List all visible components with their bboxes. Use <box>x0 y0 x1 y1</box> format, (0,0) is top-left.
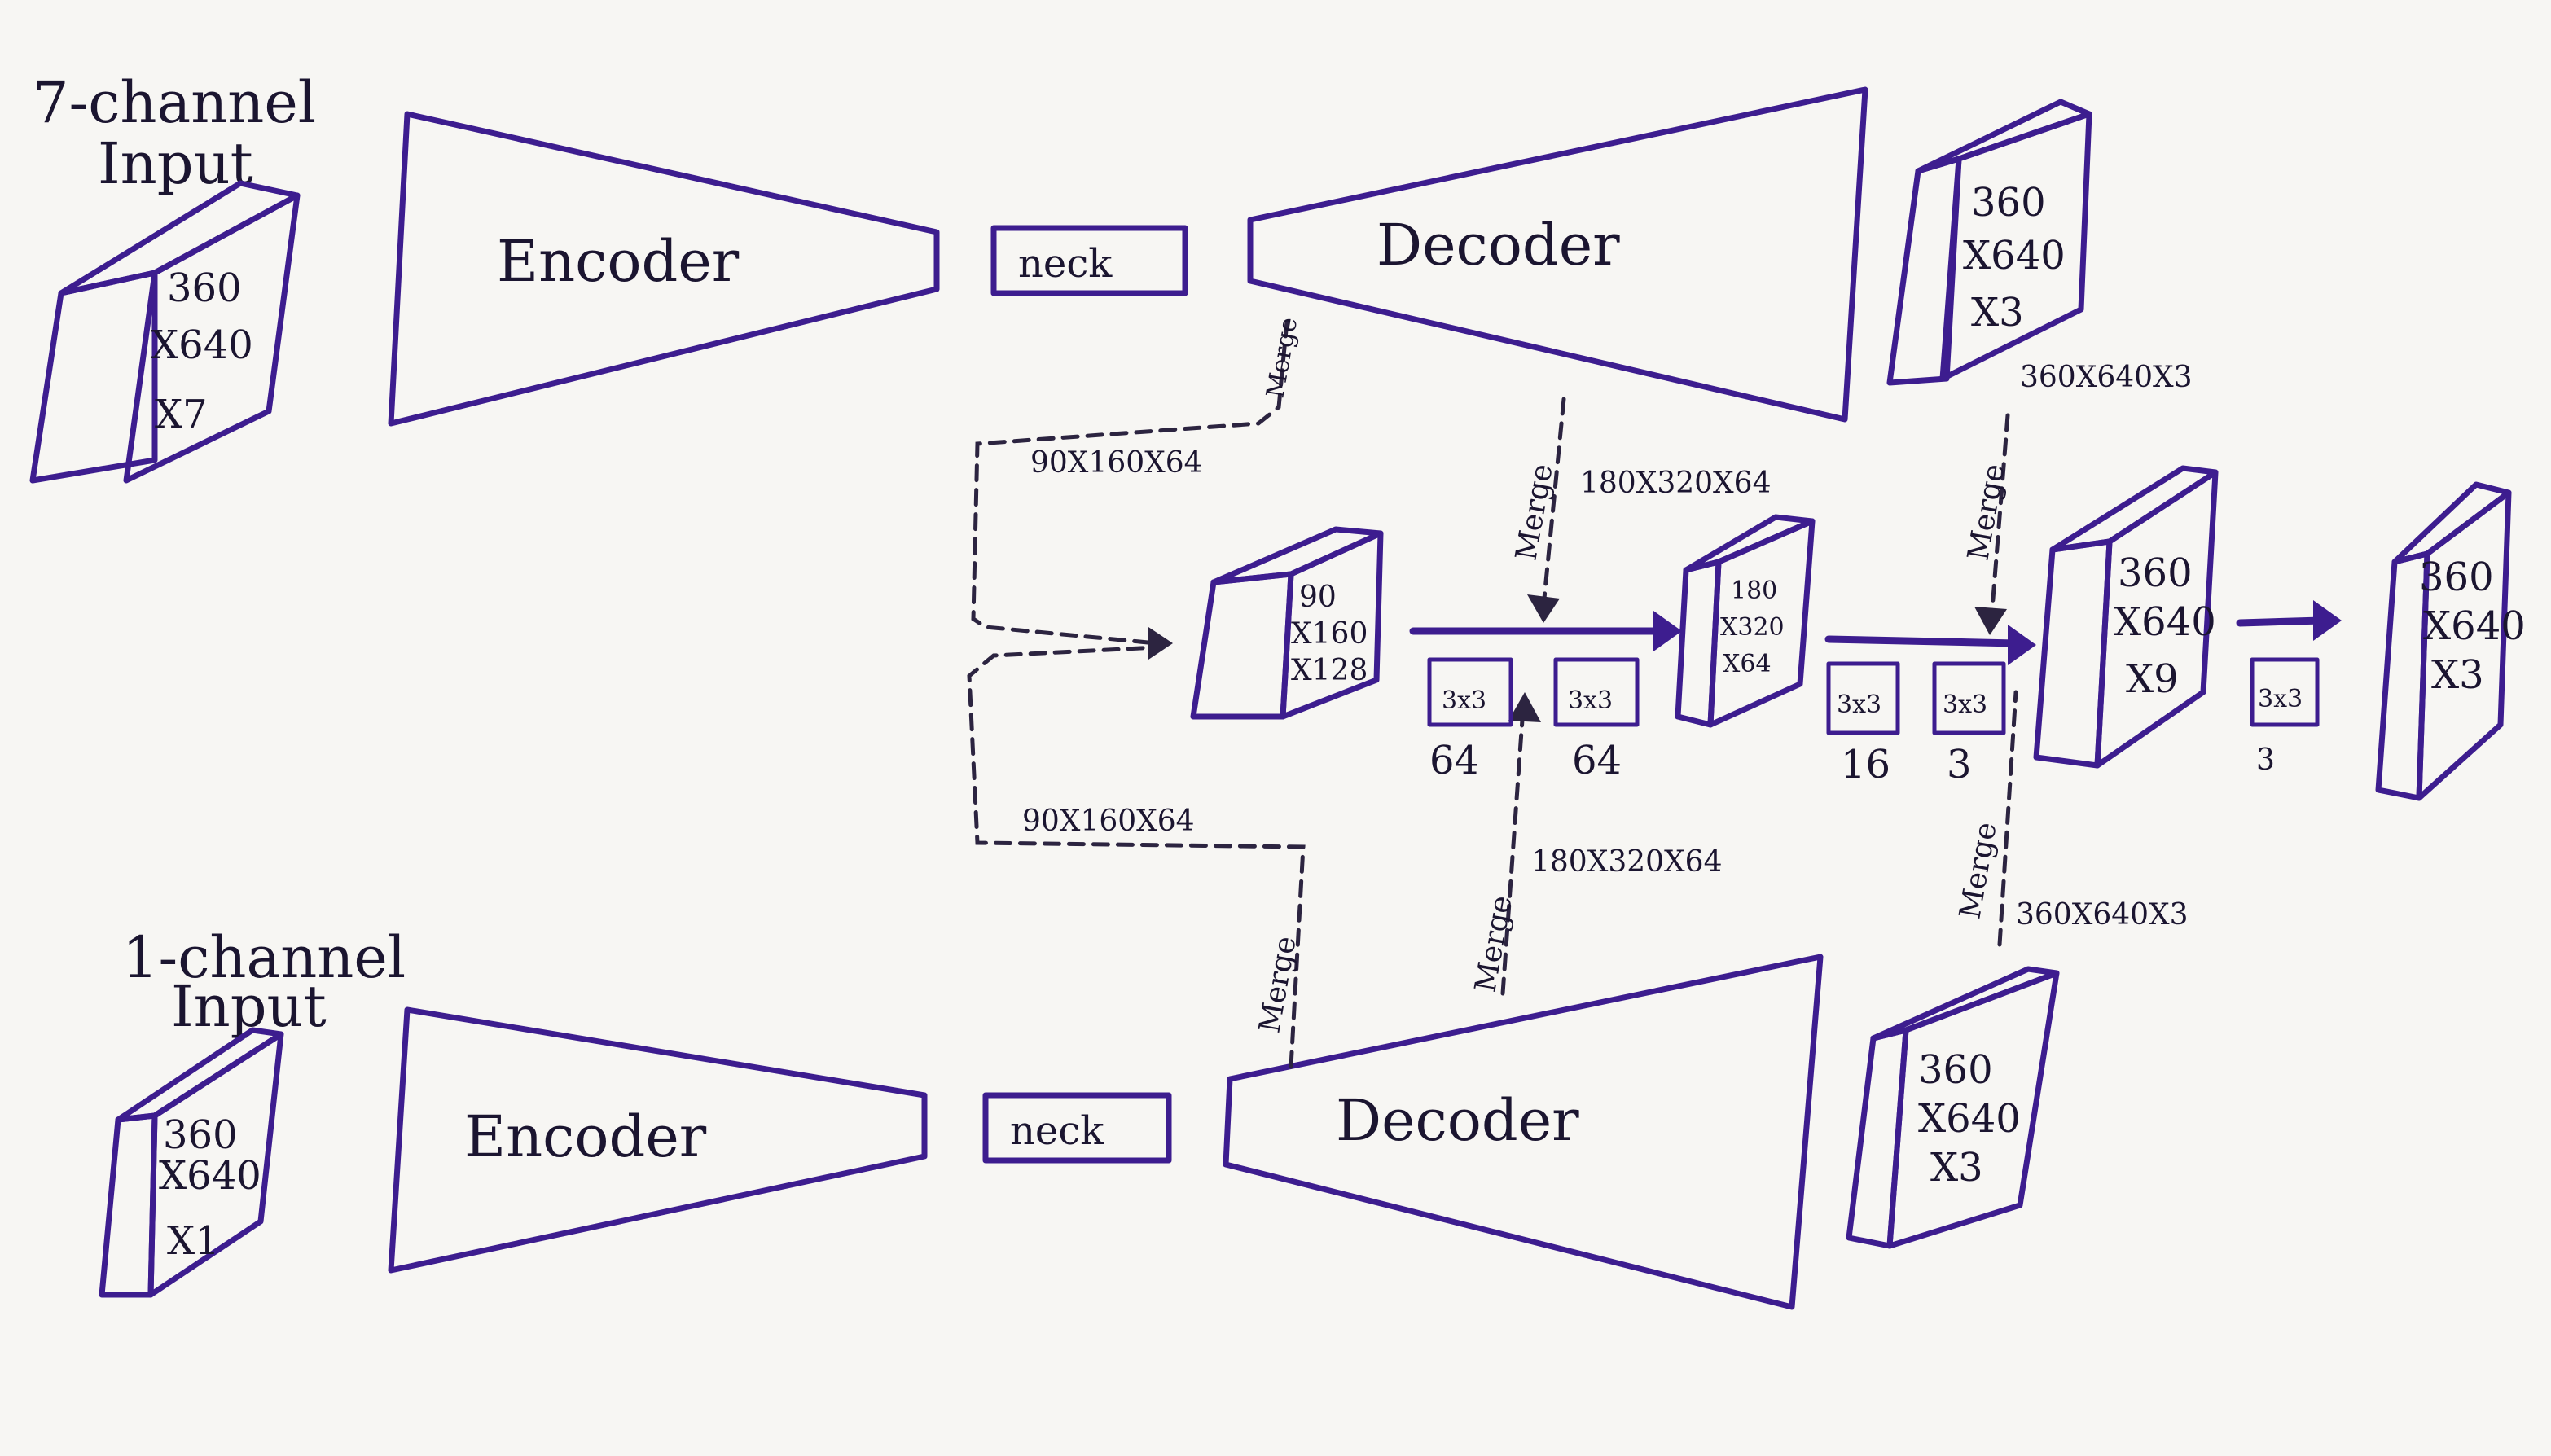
fusion-block-2: 180 X320 X64 <box>1675 514 1816 728</box>
top-mid-shape: 180X320X64 <box>1580 467 1772 500</box>
bottom-output-dim-3: X3 <box>1930 1145 1983 1191</box>
bottom-output-shape: 360X640X3 <box>2016 898 2189 932</box>
top-output-dim-2: X640 <box>1963 233 2066 278</box>
conv-b-filters: 64 <box>1572 738 1622 783</box>
final-dim-1: 360 <box>2419 555 2494 600</box>
conv-block-b: 3x3 64 <box>1553 657 1640 783</box>
bottom-input-label: 1-channel Input <box>122 924 406 1040</box>
block3-dim-3: X9 <box>2126 656 2179 702</box>
top-mid-merge: Merge 180X320X64 <box>1509 397 1772 623</box>
block1-dim-2: X160 <box>1291 617 1368 651</box>
block2-dim-1: 180 <box>1731 577 1777 605</box>
bottom-encoder: Encoder <box>388 1006 928 1274</box>
top-input-dim-3: X7 <box>155 392 208 437</box>
block3-dim-2: X640 <box>2114 599 2216 645</box>
bottom-input-dim-1: 360 <box>163 1112 238 1158</box>
conv-e-filters: 3 <box>2256 743 2275 777</box>
top-output-tensor: 360 X640 X3 <box>1886 99 2092 386</box>
bottom-output-merge-label: Merge <box>1953 820 2003 922</box>
top-skip-merge-label: Merge <box>1261 315 1303 400</box>
top-skip-connection: 90X160X64 Merge <box>971 315 1303 660</box>
top-skip-shape: 90X160X64 <box>1030 446 1203 480</box>
final-dim-3: X3 <box>2431 652 2484 698</box>
top-output-shape: 360X640X3 <box>2020 361 2193 394</box>
conv-block-d: 3x3 3 <box>1932 661 2006 787</box>
block2-dim-3: X64 <box>1723 650 1772 678</box>
top-input-label-line1: 7-channel <box>33 69 316 136</box>
block1-dim-3: X128 <box>1291 654 1368 687</box>
bottom-mid-merge-label: Merge <box>1469 893 1518 995</box>
top-decoder-label: Decoder <box>1376 212 1620 278</box>
bottom-input-dim-3: X1 <box>167 1218 220 1264</box>
fusion-arrow-2 <box>1824 635 2020 647</box>
conv-d-filters: 3 <box>1947 742 1972 787</box>
conv-block-e: 3x3 3 <box>2250 657 2320 777</box>
bottom-output-dim-1: 360 <box>1918 1047 1993 1093</box>
top-neck: neck <box>990 225 1188 296</box>
conv-block-c: 3x3 16 <box>1826 661 1900 787</box>
block2-dim-2: X320 <box>1720 613 1785 642</box>
top-decoder: Decoder <box>1247 86 1868 423</box>
final-output-tensor: 360 X640 X3 <box>2375 481 2526 801</box>
top-input-dim-1: 360 <box>167 265 242 311</box>
bottom-skip-connection: 90X160X64 Merge <box>967 645 1306 1069</box>
bottom-output-tensor: 360 X640 X3 <box>1846 966 2060 1249</box>
bottom-neck: neck <box>982 1092 1172 1164</box>
conv-c-label: 3x3 <box>1837 691 1881 719</box>
top-encoder-label: Encoder <box>497 228 740 295</box>
bottom-encoder-label: Encoder <box>464 1103 707 1170</box>
conv-e-label: 3x3 <box>2258 685 2303 713</box>
top-encoder: Encoder <box>388 111 940 427</box>
top-neck-label: neck <box>1018 241 1113 287</box>
top-input-label-line2: Input <box>98 130 253 197</box>
fusion-block-1: 90 X160 X128 <box>1190 526 1384 720</box>
bottom-input-label-line2: Input <box>171 973 327 1040</box>
conv-c-filters: 16 <box>1841 742 1890 787</box>
fusion-arrow-3 <box>2236 616 2325 627</box>
bottom-input-dim-2: X640 <box>159 1153 261 1199</box>
bottom-output-merge: Merge <box>1953 690 2018 947</box>
bottom-input-tensor: 360 X640 X1 <box>99 1027 284 1298</box>
conv-a-filters: 64 <box>1429 738 1479 783</box>
bottom-skip-shape: 90X160X64 <box>1022 805 1195 838</box>
top-output-dim-1: 360 <box>1971 180 2046 226</box>
final-dim-2: X640 <box>2423 603 2526 649</box>
top-input-tensor: 360 X640 X7 <box>29 180 301 484</box>
bottom-decoder: Decoder <box>1223 954 1824 1310</box>
conv-b-label: 3x3 <box>1568 686 1613 715</box>
top-input-label: 7-channel Input <box>33 69 316 197</box>
bottom-neck-label: neck <box>1010 1108 1104 1154</box>
block3-dim-1: 360 <box>2118 550 2193 596</box>
bottom-input-label-line1: 1-channel <box>122 924 406 991</box>
fusion-block-3: 360 X640 X9 <box>2033 465 2219 769</box>
bottom-output-dim-2: X640 <box>1918 1096 2021 1142</box>
top-output-merge-label: Merge <box>1961 462 2011 564</box>
block1-dim-1: 90 <box>1299 581 1337 614</box>
conv-block-a: 3x3 64 <box>1427 657 1513 783</box>
top-input-dim-2: X640 <box>151 322 253 368</box>
bottom-mid-shape: 180X320X64 <box>1531 845 1723 879</box>
conv-a-label: 3x3 <box>1442 686 1486 715</box>
bottom-decoder-label: Decoder <box>1336 1087 1579 1154</box>
top-output-merge: Merge <box>1961 413 2012 635</box>
conv-d-label: 3x3 <box>1943 691 1987 719</box>
top-output-dim-3: X3 <box>1971 290 2024 335</box>
